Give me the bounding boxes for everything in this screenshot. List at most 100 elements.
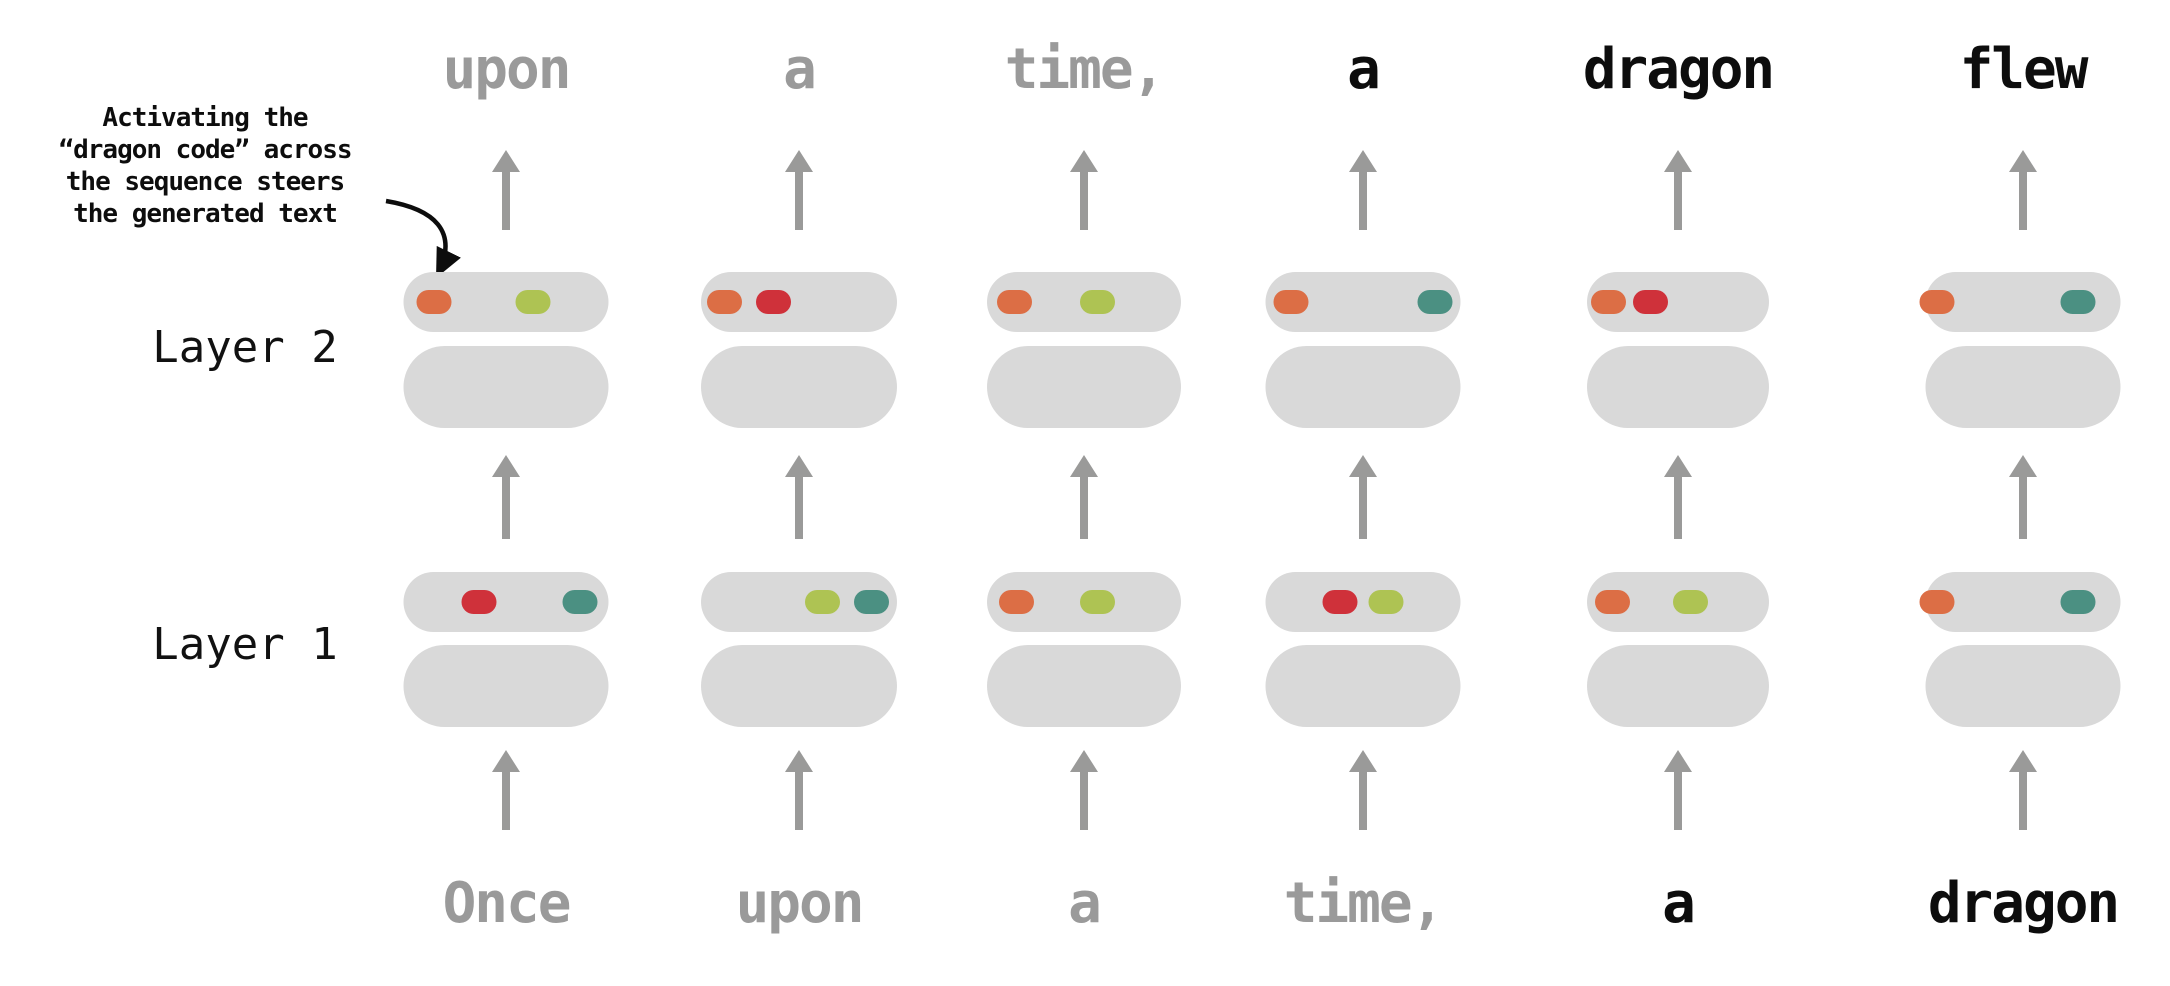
activation-dot-teal: [2060, 590, 2096, 614]
up-arrow-icon: [2003, 150, 2043, 230]
layer2-block-pill: [1265, 346, 1461, 428]
layer2-activation-pill: [987, 272, 1181, 332]
annotation-callout: Activating the “dragon code” across the …: [14, 102, 396, 230]
layer1-activation-pill: [1265, 572, 1461, 632]
layer1-activation-pill: [1587, 572, 1769, 632]
activation-dot-orange: [416, 290, 452, 314]
arrow-stem: [1080, 477, 1088, 539]
arrow-stem: [1674, 172, 1682, 230]
up-arrow-icon: [1658, 150, 1698, 230]
up-arrow-icon: [779, 750, 819, 830]
layer2-activation-pill: [1919, 272, 2121, 332]
arrow-stem: [795, 772, 803, 830]
activation-dot-teal: [854, 590, 890, 614]
up-arrow-icon: [486, 455, 526, 539]
layer1-block-pill: [987, 645, 1181, 727]
output-token: time,: [1004, 37, 1166, 102]
arrow-stem: [502, 172, 510, 230]
arrow-stem: [795, 172, 803, 230]
arrow-head: [492, 150, 520, 172]
layer2-activation-pill: [1265, 272, 1461, 332]
up-arrow-icon: [1064, 150, 1104, 230]
up-arrow-icon: [1064, 750, 1104, 830]
output-token: upon: [442, 37, 572, 102]
layer1-activation-pill: [701, 572, 897, 632]
activation-dot-green: [1673, 590, 1709, 614]
arrow-stem: [1080, 772, 1088, 830]
arrow-head: [2009, 150, 2037, 172]
activation-dot-red: [461, 590, 497, 614]
activation-dot-orange: [996, 290, 1032, 314]
activation-dot-green: [1080, 290, 1116, 314]
arrow-stem: [2019, 172, 2027, 230]
up-arrow-icon: [486, 750, 526, 830]
arrow-stem: [1080, 172, 1088, 230]
arrow-stem: [1674, 772, 1682, 830]
layer2-block-pill: [1587, 346, 1769, 428]
activation-dot-teal: [562, 590, 598, 614]
annotation-line: the sequence steers: [65, 167, 345, 197]
arrow-stem: [502, 477, 510, 539]
up-arrow-icon: [779, 455, 819, 539]
layer1-block-pill: [701, 645, 897, 727]
activation-dot-orange: [707, 290, 743, 314]
token-column: a upon: [649, 0, 949, 986]
activation-dot-green: [805, 590, 841, 614]
up-arrow-icon: [1343, 150, 1383, 230]
up-arrow-icon: [1064, 455, 1104, 539]
activation-dot-green: [515, 290, 551, 314]
arrow-head: [1664, 455, 1692, 477]
layer1-activation-pill: [987, 572, 1181, 632]
token-column: flew dragon: [1873, 0, 2170, 986]
input-token: a: [1068, 871, 1102, 936]
arrow-head: [1070, 150, 1098, 172]
activation-dot-teal: [2060, 290, 2096, 314]
activation-dot-orange: [1594, 590, 1630, 614]
up-arrow-icon: [2003, 455, 2043, 539]
input-token: dragon: [1927, 871, 2120, 936]
input-token: a: [1662, 871, 1696, 936]
up-arrow-icon: [1658, 750, 1698, 830]
activation-dot-orange: [1919, 290, 1955, 314]
arrow-stem: [502, 772, 510, 830]
layer2-activation-pill: [701, 272, 897, 332]
token-column: time, a: [934, 0, 1234, 986]
token-column: a time,: [1213, 0, 1513, 986]
activation-dot-green: [1080, 590, 1116, 614]
input-token: upon: [735, 871, 865, 936]
arrow-head: [1070, 455, 1098, 477]
layer1-block-pill: [1265, 645, 1461, 727]
arrow-head: [2009, 750, 2037, 772]
arrow-stem: [2019, 772, 2027, 830]
layer-2-label: Layer 2: [152, 322, 338, 373]
layer2-block-pill: [403, 346, 609, 428]
activation-dot-orange: [998, 590, 1034, 614]
layer2-block-pill: [987, 346, 1181, 428]
arrow-stem: [2019, 477, 2027, 539]
output-token: flew: [1959, 37, 2089, 102]
arrow-head: [492, 750, 520, 772]
activation-dot-teal: [1417, 290, 1453, 314]
layer1-activation-pill: [403, 572, 609, 632]
token-column: upon Once: [356, 0, 656, 986]
arrow-head: [1349, 455, 1377, 477]
annotation-line: the generated text: [73, 199, 338, 229]
arrow-head: [1349, 750, 1377, 772]
arrow-head: [785, 150, 813, 172]
arrow-stem: [795, 477, 803, 539]
activation-dot-red: [1633, 290, 1669, 314]
layer1-block-pill: [1587, 645, 1769, 727]
output-token: a: [783, 37, 817, 102]
arrow-stem: [1359, 772, 1367, 830]
arrow-stem: [1359, 477, 1367, 539]
arrow-stem: [1674, 477, 1682, 539]
output-token: a: [1347, 37, 1381, 102]
token-column: dragon a: [1528, 0, 1828, 986]
arrow-head: [1070, 750, 1098, 772]
activation-dot-orange: [1591, 290, 1627, 314]
arrow-stem: [1359, 172, 1367, 230]
activation-dot-orange: [1919, 590, 1955, 614]
activation-dot-red: [1322, 590, 1358, 614]
arrow-head: [785, 455, 813, 477]
